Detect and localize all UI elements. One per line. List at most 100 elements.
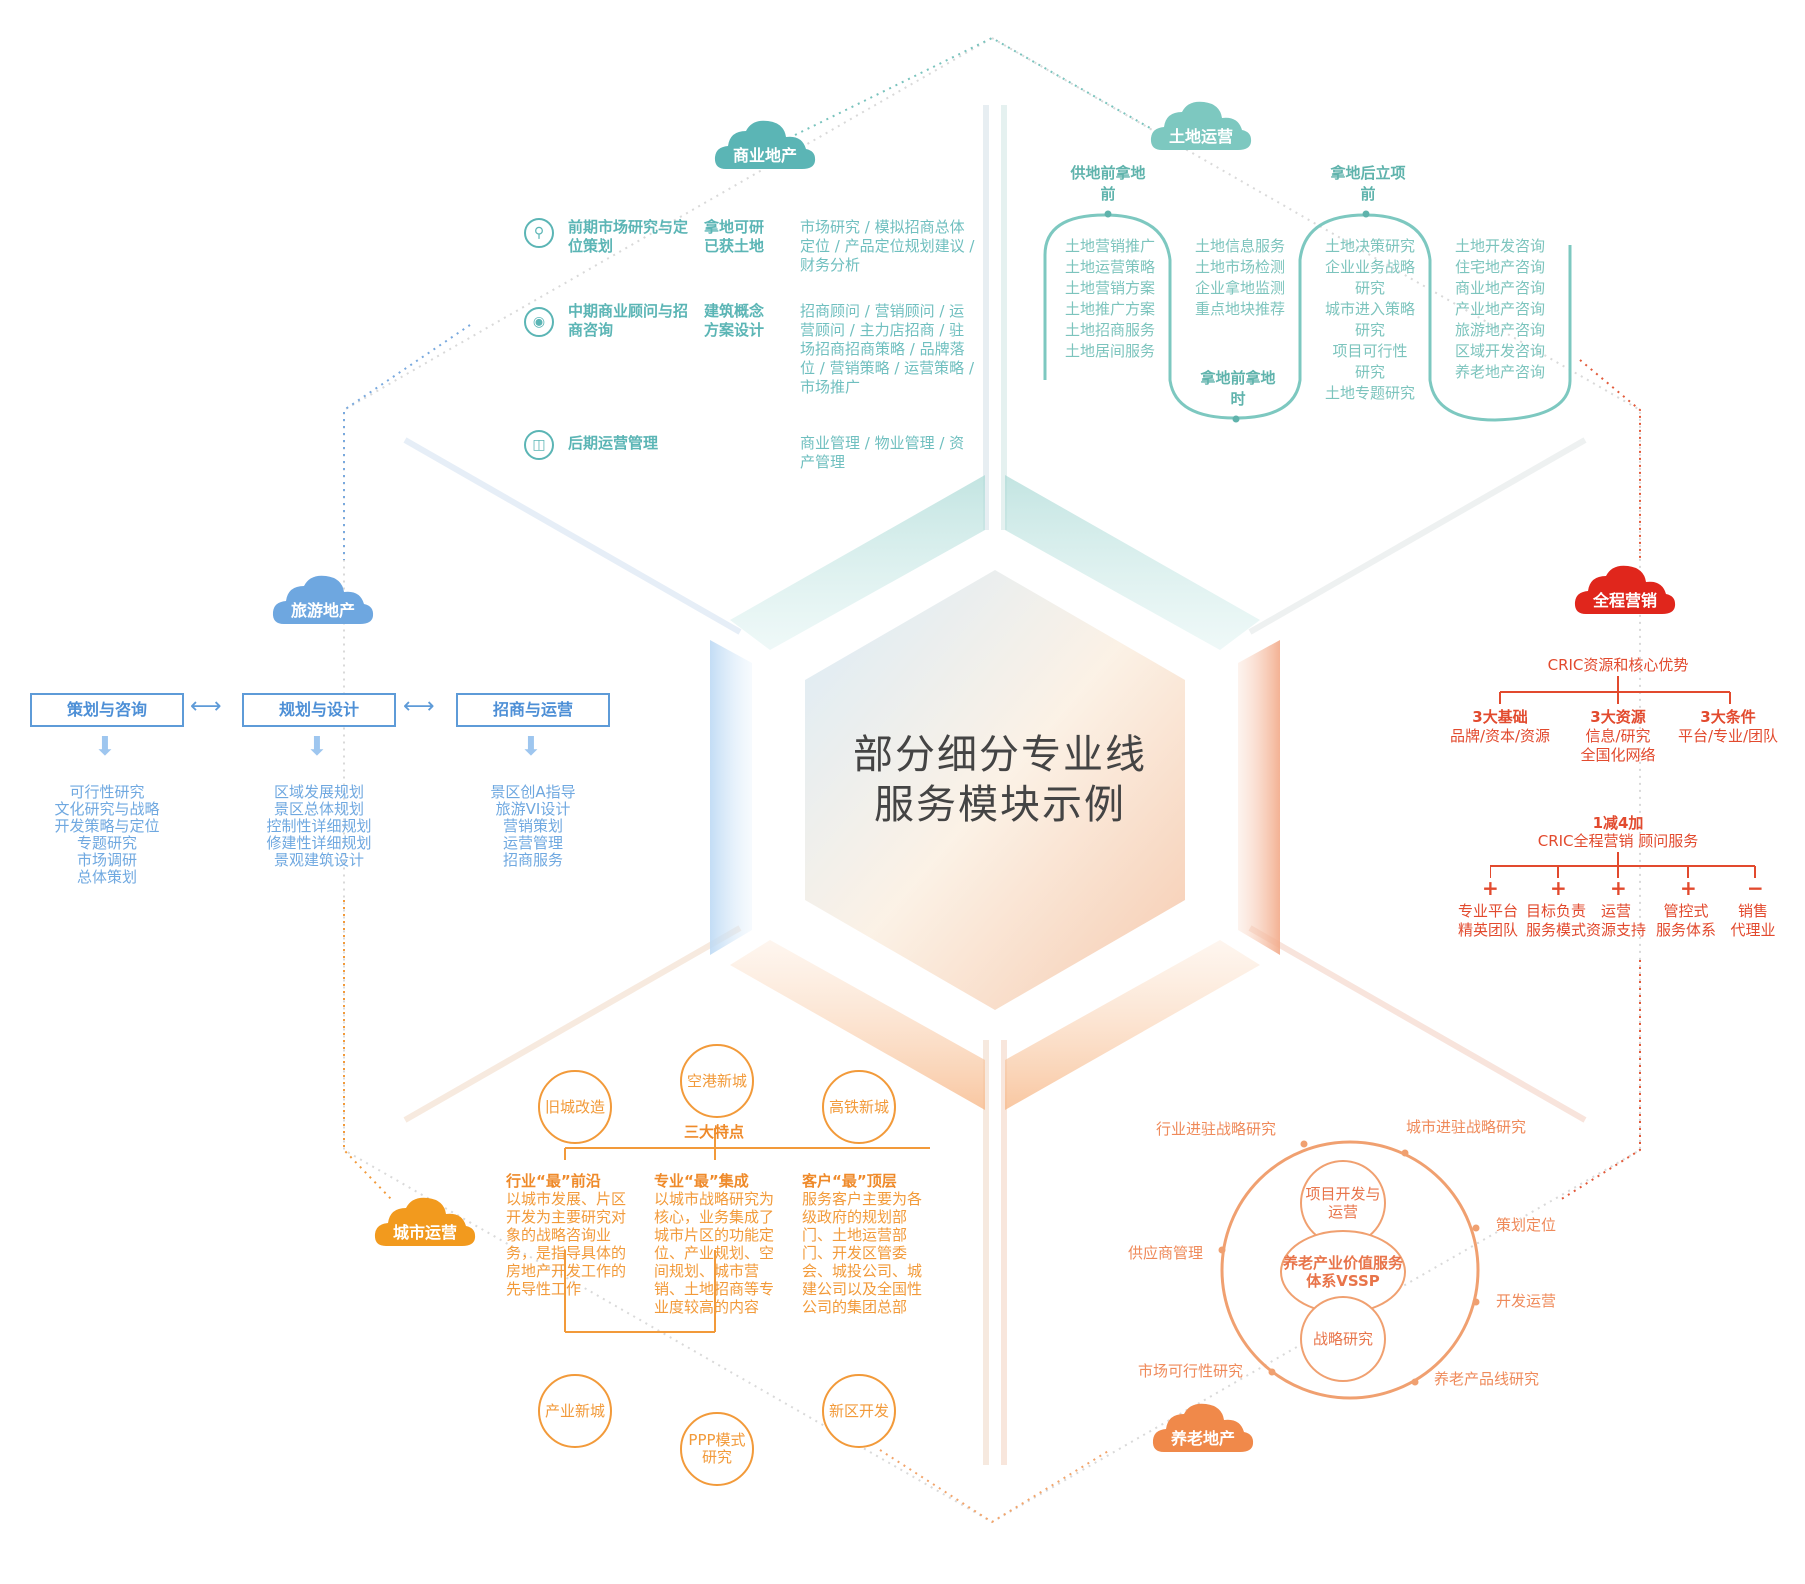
cloud-icon (1152, 1403, 1254, 1452)
cloud-icon (272, 575, 374, 624)
tourism-list-item: 总体策划 (76, 868, 137, 886)
tourism-list-item: 文化研究与战略 (54, 800, 160, 818)
urban-column: 专业“最”集成 以城市战略研究为核心，业务集成了城市片区的功能定位、产业规划、空… (654, 1172, 784, 1316)
land-list-item: 重点地块推荐 (1194, 300, 1285, 318)
land-list-item: 土地决策研究 (1324, 237, 1415, 255)
cloud-icon (1574, 565, 1676, 614)
land-list-item: 研究 (1354, 321, 1385, 339)
land-list-development: 土地开发咨询住宅地产咨询商业地产咨询产业地产咨询旅游地产咨询区域开发咨询养老地产… (1445, 236, 1555, 383)
marketing-item-text: 管控式 (1663, 902, 1709, 920)
lightbulb-icon: ⚲ (524, 218, 554, 248)
down-arrow-icon: ⬇ (306, 732, 328, 762)
tourism-list-item: 旅游VI设计 (495, 800, 571, 818)
cloud-label-land: 土地运营 (1168, 127, 1233, 146)
urban-column: 行业“最”前沿 以城市发展、片区开发为主要研究对象的战略咨询业务，是指导具体的房… (506, 1172, 636, 1298)
cloud-elderly: 养老地产 (1150, 1398, 1256, 1454)
cloud-icon (374, 1197, 476, 1246)
plus-icon: + (1610, 876, 1627, 900)
tourism-list-2: 景区创A指导旅游VI设计营销策划运营管理招商服务 (448, 784, 618, 869)
tourism-list-item: 专题研究 (76, 834, 137, 852)
commercial-row-stage: 拿地可研已获土地 (704, 218, 765, 255)
cloud-icon (1150, 101, 1252, 150)
marketing-item-text: 运营 (1600, 902, 1631, 920)
marketing-item: 管控式服务体系 (1638, 902, 1734, 940)
marketing-top: CRIC资源和核心优势 (1547, 656, 1689, 674)
marketing-item-text: 代理业 (1730, 921, 1776, 939)
plus-icon: + (1482, 876, 1499, 900)
down-arrow-icon: ⬇ (520, 732, 542, 762)
tourism-box-planning-consulting: 策划与咨询 (30, 693, 184, 727)
urban-bottom-circle: 新区开发 (822, 1374, 896, 1448)
plus-icon: + (1550, 876, 1567, 900)
tourism-list-item: 可行性研究 (69, 783, 145, 801)
land-list-item: 养老地产咨询 (1454, 363, 1545, 381)
cloud-land: 土地运营 (1148, 96, 1254, 152)
marketing-group-text: 品牌/资本/资源 (1449, 727, 1551, 745)
land-head-before: 供地前拿地前 (1070, 164, 1146, 203)
elderly-outer-label: 市场可行性研究 (1138, 1362, 1244, 1380)
land-list-item: 土地市场检测 (1194, 258, 1285, 276)
marketing-formula-line-1: 1减4加 (1592, 814, 1644, 832)
marketing-item-text: 专业平台 (1457, 902, 1518, 920)
land-list-item: 住宅地产咨询 (1454, 258, 1545, 276)
marketing-item-text: 服务模式 (1525, 921, 1586, 939)
elderly-outer-label: 行业进驻战略研究 (1156, 1120, 1277, 1138)
elderly-inner-bottom: 战略研究 (1300, 1296, 1386, 1382)
marketing-group-title: 3大基础 (1472, 708, 1528, 726)
urban-center-label: 三大特点 (684, 1123, 745, 1141)
elderly-outer-label: 开发运营 (1496, 1292, 1557, 1310)
marketing-group-title: 3大条件 (1700, 708, 1756, 726)
urban-column-body: 以城市战略研究为核心，业务集成了城市片区的功能定位、产业规划、空间规划、城市营销… (654, 1190, 775, 1316)
urban-top-circle: 高铁新城 (822, 1070, 896, 1144)
land-list-item: 研究 (1354, 279, 1385, 297)
double-arrow-icon: ⟷ (403, 694, 435, 719)
land-list-item: 土地居间服务 (1064, 342, 1155, 360)
urban-bottom-circle: 产业新城 (538, 1374, 612, 1448)
urban-bracket-lines (564, 1128, 930, 1333)
tourism-list-item: 市场调研 (76, 851, 137, 869)
cloud-urban: 城市运营 (372, 1192, 478, 1248)
cloud-label-urban: 城市运营 (392, 1223, 457, 1242)
land-list-item: 土地开发咨询 (1454, 237, 1545, 255)
marketing-item-text: 资源支持 (1585, 921, 1646, 939)
cloud-commercial: 商业地产 (712, 115, 818, 171)
marketing-tree-lines (1490, 676, 1756, 878)
marketing-item: 运营资源支持 (1568, 902, 1664, 940)
land-list-decision: 土地决策研究企业业务战略研究城市进入策略研究项目可行性研究土地专题研究 (1315, 236, 1425, 404)
marketing-item: 目标负责服务模式 (1508, 902, 1604, 940)
minus-icon: − (1747, 876, 1764, 900)
tourism-list-item: 修建性详细规划 (266, 834, 372, 852)
urban-column-body: 以城市发展、片区开发为主要研究对象的战略咨询业务，是指导具体的房地产开发工作的先… (506, 1190, 627, 1298)
urban-column-head: 客户“最”顶层 (802, 1172, 897, 1190)
tourism-list-item: 景区创A指导 (490, 783, 576, 801)
marketing-group: 3大条件平台/专业/团队 (1668, 708, 1788, 746)
urban-column-head: 行业“最”前沿 (506, 1172, 601, 1190)
cloud-tourism: 旅游地产 (270, 570, 376, 626)
tourism-list-item: 营销策划 (502, 817, 563, 835)
urban-top-circle: 空港新城 (680, 1044, 754, 1118)
urban-bottom-circle: PPP模式研究 (680, 1412, 754, 1486)
marketing-item-text: 销售 (1737, 902, 1768, 920)
center-title-line-2: 服务模块示例 (874, 782, 1126, 828)
land-list-item: 土地招商服务 (1064, 321, 1155, 339)
land-list-item: 旅游地产咨询 (1454, 321, 1545, 339)
land-list-item: 土地专题研究 (1324, 384, 1415, 402)
tourism-list-0: 可行性研究文化研究与战略开发策略与定位专题研究市场调研总体策划 (22, 784, 192, 886)
marketing-item-text: 目标负责 (1525, 902, 1586, 920)
land-head-after: 拿地后立项前 (1330, 164, 1406, 203)
land-list-item: 商业地产咨询 (1454, 279, 1545, 297)
tourism-box-investment-operation: 招商与运营 (456, 693, 610, 727)
center-title-line-1: 部分细分专业线 (853, 732, 1147, 778)
urban-column: 客户“最”顶层 服务客户主要为各级政府的规划部门、土地运营部门、开发区管委会、城… (802, 1172, 932, 1316)
marketing-item: 销售代理业 (1705, 902, 1801, 940)
tourism-list-1: 区域发展规划景区总体规划控制性详细规划修建性详细规划景观建筑设计 (234, 784, 404, 869)
marketing-group: 3大基础品牌/资本/资源 (1440, 708, 1560, 746)
urban-column-head: 专业“最”集成 (654, 1172, 749, 1190)
cloud-label-elderly: 养老地产 (1170, 1429, 1235, 1448)
urban-column-body: 服务客户主要为各级政府的规划部门、土地运营部门、开发区管委会、城投公司、城建公司… (802, 1190, 923, 1316)
land-list-item: 企业业务战略 (1324, 258, 1415, 276)
land-list-item: 土地推广方案 (1064, 300, 1155, 318)
marketing-item-text: 服务体系 (1655, 921, 1716, 939)
cloud-label-marketing: 全程营销 (1592, 591, 1657, 610)
commercial-row-detail: 招商顾问 / 营销顾问 / 运营顾问 / 主力店招商 / 驻场招商招商策略 / … (800, 302, 975, 396)
